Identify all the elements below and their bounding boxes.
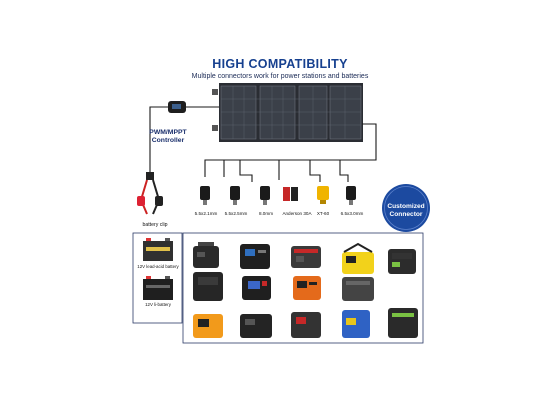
- lead-acid-battery-label: 12V lead-acid battery: [137, 264, 179, 269]
- power-station-2: [240, 244, 270, 269]
- customized-connector-badge: [382, 184, 430, 232]
- power-station-1: [193, 242, 219, 268]
- li-battery-label: 12V li-battery: [145, 302, 171, 307]
- power-station-9: [342, 277, 374, 301]
- power-station-14: [388, 308, 418, 338]
- power-station-images: [193, 242, 418, 338]
- anderson-connector-icon: [283, 187, 298, 201]
- power-station-4: [342, 242, 374, 274]
- connector-label-xt60: XT-60: [316, 211, 330, 216]
- xt60-connector-icon: [317, 186, 329, 204]
- connector-8mm-icon: [260, 186, 270, 205]
- controller-label-line2: Controller: [151, 137, 185, 144]
- page-title: HIGH COMPATIBILITY: [212, 57, 348, 71]
- page-subtitle: Multiple connectors work for power stati…: [191, 73, 369, 80]
- power-station-3: [291, 246, 321, 268]
- connector-label-5525: 5.5x2.5mm: [224, 211, 248, 216]
- connector-plugs: [200, 186, 356, 205]
- lead-acid-battery-image: [143, 238, 173, 261]
- power-station-11: [240, 314, 272, 338]
- controller-label: PWM/MPPT Controller: [140, 129, 196, 145]
- connector-5521-icon: [200, 186, 210, 205]
- connector-6530-icon: [346, 186, 356, 205]
- connector-label-anderson: Anderson 30A: [282, 211, 312, 216]
- connector-5525-icon: [230, 186, 240, 205]
- controller-label-line1: PWM/MPPT: [149, 129, 187, 136]
- customized-connector-label: Customized Connector: [380, 203, 432, 219]
- cable-lines: [149, 106, 377, 182]
- power-station-10: [193, 314, 223, 338]
- power-station-8: [293, 276, 321, 300]
- power-station-13: [342, 310, 370, 338]
- connector-label-6530: 6.5x3.0mm: [340, 211, 364, 216]
- battery-clip-label: battery clip: [142, 222, 168, 228]
- customized-line1: Customized: [387, 203, 425, 210]
- power-station-6: [193, 272, 223, 301]
- power-station-7: [242, 276, 271, 300]
- controller-image: [168, 101, 186, 113]
- customized-line2: Connector: [389, 211, 423, 218]
- battery-clip-image: [137, 172, 163, 215]
- solar-panel-image: [212, 83, 363, 142]
- power-station-5: [388, 249, 416, 274]
- li-battery-image: [143, 276, 173, 300]
- connector-label-5521: 5.5x2.1mm: [194, 211, 218, 216]
- power-station-12: [291, 312, 321, 338]
- connector-label-8mm: 8.0mm: [258, 211, 274, 216]
